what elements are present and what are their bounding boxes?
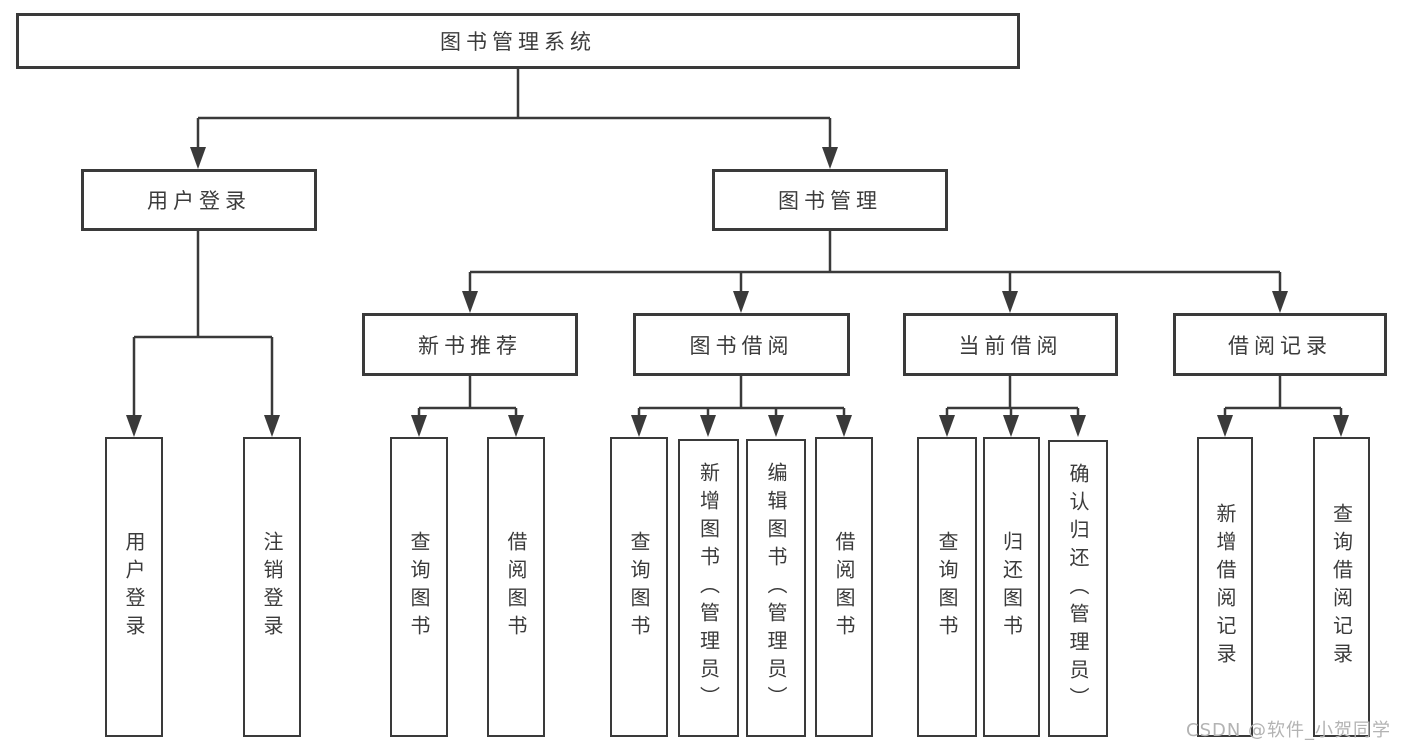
node-current-borrowing: 当前借阅 [903, 313, 1118, 376]
node-borrow-books: 借阅图书 [815, 437, 873, 737]
node-query-books-borrow: 查询图书 [610, 437, 668, 737]
node-user-login: 用户登录 [105, 437, 163, 737]
node-query-books-current: 查询图书 [917, 437, 977, 737]
node-book-management-group: 图书管理 [712, 169, 948, 231]
node-add-borrow-record: 新增借阅记录 [1197, 437, 1253, 737]
node-library-management-system: 图书管理系统 [16, 13, 1020, 69]
arrowhead-icons [126, 147, 1349, 437]
node-borrowing-records: 借阅记录 [1173, 313, 1387, 376]
node-confirm-return-admin: 确认归还（管理员） [1048, 440, 1108, 737]
node-edit-books-admin: 编辑图书（管理员） [746, 439, 806, 737]
node-add-books-admin: 新增图书（管理员） [678, 439, 739, 737]
node-borrow-books-recommend: 借阅图书 [487, 437, 545, 737]
node-logout: 注销登录 [243, 437, 301, 737]
node-new-book-recommendation: 新书推荐 [362, 313, 578, 376]
node-return-books: 归还图书 [983, 437, 1040, 737]
node-query-borrow-record: 查询借阅记录 [1313, 437, 1370, 737]
node-user-login-group: 用户登录 [81, 169, 317, 231]
node-book-borrowing: 图书借阅 [633, 313, 850, 376]
csdn-watermark: CSDN @软件_小贺同学 [1186, 720, 1392, 741]
node-query-books-recommend: 查询图书 [390, 437, 448, 737]
